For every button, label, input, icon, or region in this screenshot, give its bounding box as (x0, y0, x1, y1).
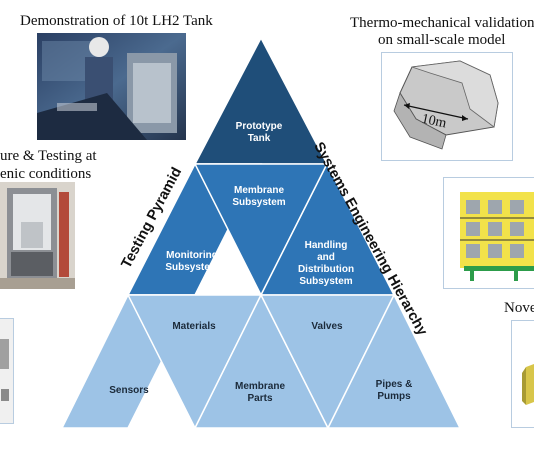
tier3-valves-label: Valves (311, 321, 343, 332)
tier1-segment (193, 36, 329, 165)
novel-concept-photo (511, 320, 534, 428)
test-rig-photo (0, 182, 75, 289)
sensor-photo (0, 318, 14, 424)
caption-tank-demo: Demonstration of 10t LH2 Tank (20, 13, 213, 29)
structure-drawing (443, 177, 534, 289)
caption-testing-line2: enic conditions (0, 166, 92, 182)
caption-thermo-line1: Thermo-mechanical validation (350, 15, 534, 31)
tier3-sensors-label: Sensors (109, 385, 149, 396)
caption-novel: Nove (504, 300, 534, 316)
tier3-pipes-label: Pipes &Pumps (375, 379, 413, 402)
small-scale-model-render: 10m (381, 52, 513, 161)
tier3-materials-label: Materials (172, 321, 216, 332)
model-dimension-label: 10m (420, 112, 448, 132)
caption-thermo-line2: on small-scale model (378, 32, 506, 48)
tank-demo-photo (37, 33, 186, 140)
tier3-pipes-segment (326, 293, 462, 429)
caption-testing-line1: ure & Testing at (0, 148, 97, 164)
